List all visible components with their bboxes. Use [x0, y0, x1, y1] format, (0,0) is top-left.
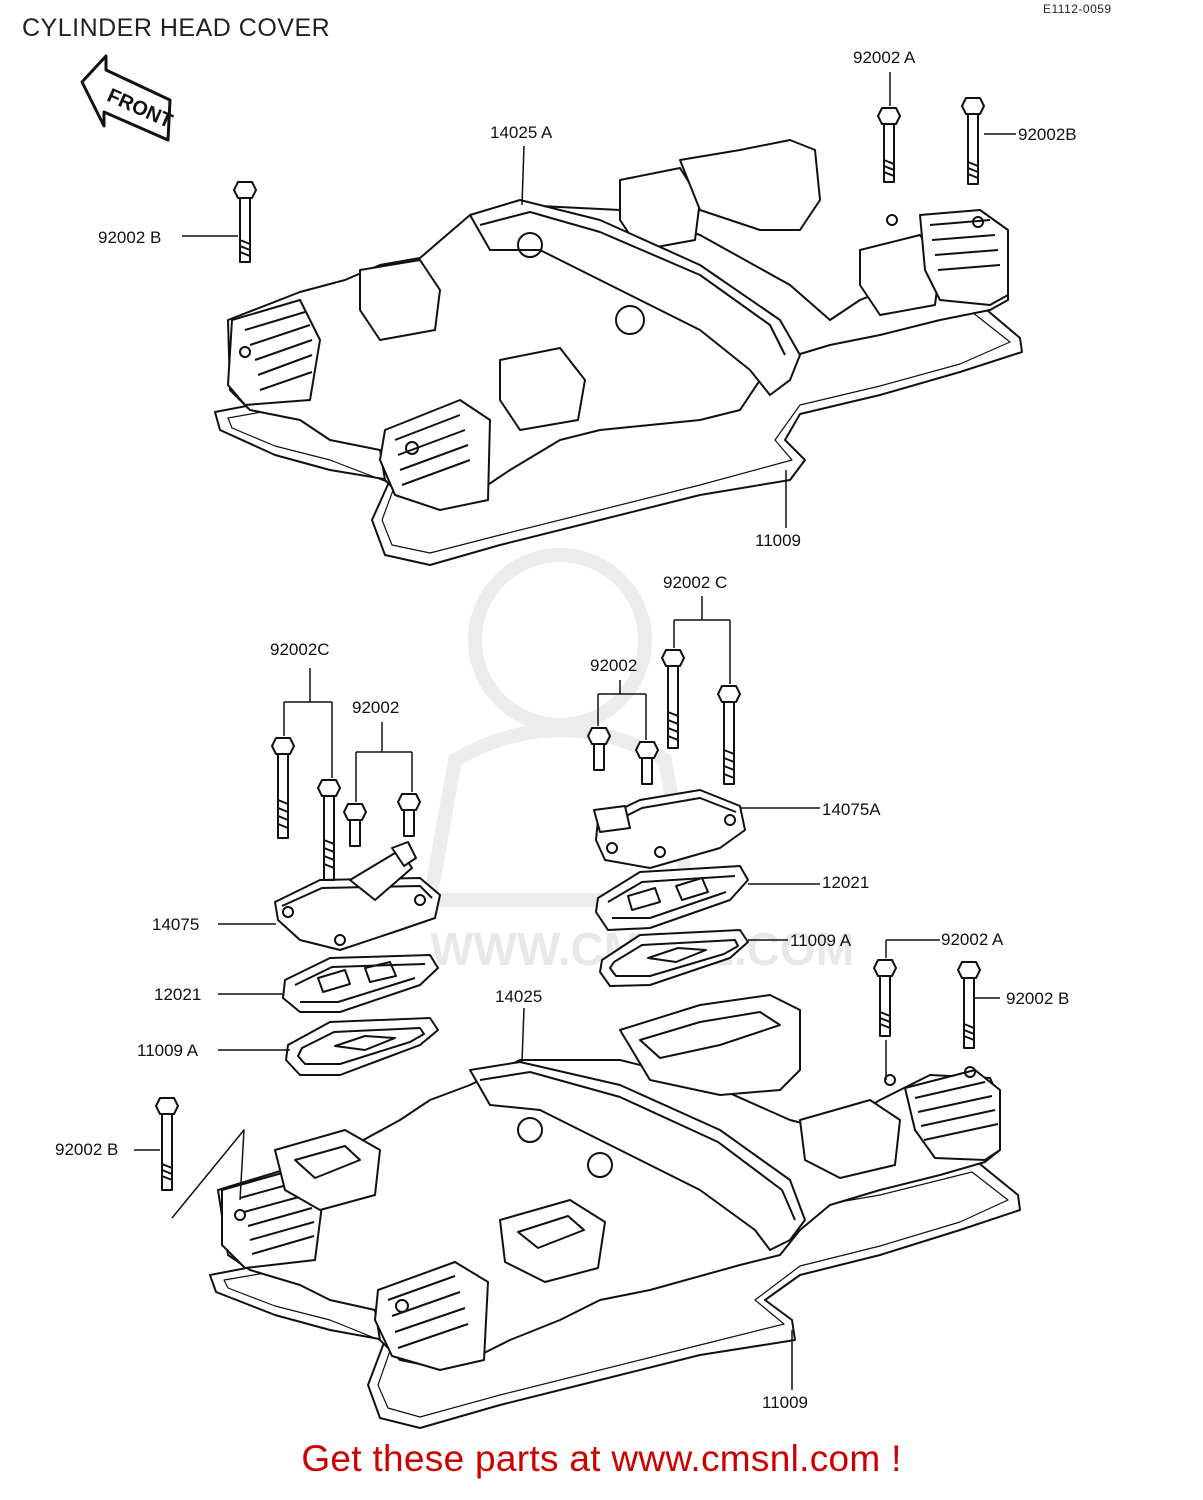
- left-bolt-92002-b: [397, 793, 421, 837]
- left-gasket-11009A: [285, 1017, 439, 1076]
- label-14075A: 14075A: [822, 800, 881, 819]
- label-11009-top: 11009: [755, 531, 802, 550]
- label-92002C-left: 92002C: [270, 640, 330, 659]
- label-92002B-top-left: 92002 B: [98, 228, 162, 247]
- label-14025-bottom: 14025: [495, 987, 543, 1006]
- label-14075: 14075: [152, 915, 200, 934]
- left-bolt-92002C-a: [271, 737, 295, 839]
- label-92002-right: 92002: [590, 656, 638, 675]
- top-bolt-92002A: [877, 107, 901, 183]
- label-11009-bottom: 11009: [762, 1393, 809, 1412]
- right-gasket-11009A: [599, 929, 749, 987]
- label-92002A-bottom: 92002 A: [941, 930, 1004, 949]
- label-11009A-right: 11009 A: [790, 931, 852, 950]
- label-92002B-top-right: 92002B: [1018, 125, 1077, 144]
- bottom-bolt-92002B-left: [155, 1097, 179, 1191]
- left-small-cover-14075: [274, 841, 441, 951]
- right-bolt-92002C-b: [717, 685, 741, 785]
- label-12021-left: 12021: [154, 985, 202, 1004]
- right-bolt-92002-a: [587, 727, 611, 771]
- left-breather-gasket-12021: [282, 954, 439, 1013]
- right-breather-gasket-12021: [595, 865, 749, 931]
- left-leaders: [218, 668, 413, 1051]
- top-bolt-92002B-right: [961, 97, 985, 185]
- page-title: CYLINDER HEAD COVER: [22, 14, 331, 42]
- label-14025A: 14025 A: [490, 123, 553, 142]
- label-92002-left: 92002: [352, 698, 400, 717]
- label-92002A-top: 92002 A: [853, 48, 916, 67]
- label-92002C-right: 92002 C: [663, 573, 728, 592]
- bottom-bolt-92002B-right: [957, 961, 981, 1049]
- label-12021-right: 12021: [822, 873, 870, 892]
- top-cylinder-head-cover-14025A: [214, 139, 1023, 566]
- label-92002B-bottom-right: 92002 B: [1006, 989, 1070, 1008]
- top-bolt-92002B-left: [233, 181, 257, 263]
- right-bolt-92002-b: [635, 741, 659, 785]
- bottom-leaders: [134, 939, 1000, 1390]
- right-leaders: [597, 596, 820, 941]
- right-bolt-92002C-a: [661, 649, 685, 749]
- label-92002B-bottom-left: 92002 B: [55, 1140, 119, 1159]
- drawing-code: E1112-0059: [1043, 2, 1112, 16]
- label-11009A-left: 11009 A: [137, 1041, 199, 1060]
- left-bolt-92002-a: [343, 803, 367, 847]
- top-leaders: [182, 72, 1016, 528]
- bottom-bolt-92002A: [873, 959, 897, 1037]
- right-small-cover-14075A: [593, 789, 746, 869]
- footer-link-text[interactable]: Get these parts at www.cmsnl.com !: [301, 1438, 902, 1479]
- front-arrow: FRONT: [80, 54, 176, 142]
- bottom-cylinder-head-cover-14025: [209, 994, 1021, 1429]
- left-bolt-92002C-b: [317, 779, 341, 881]
